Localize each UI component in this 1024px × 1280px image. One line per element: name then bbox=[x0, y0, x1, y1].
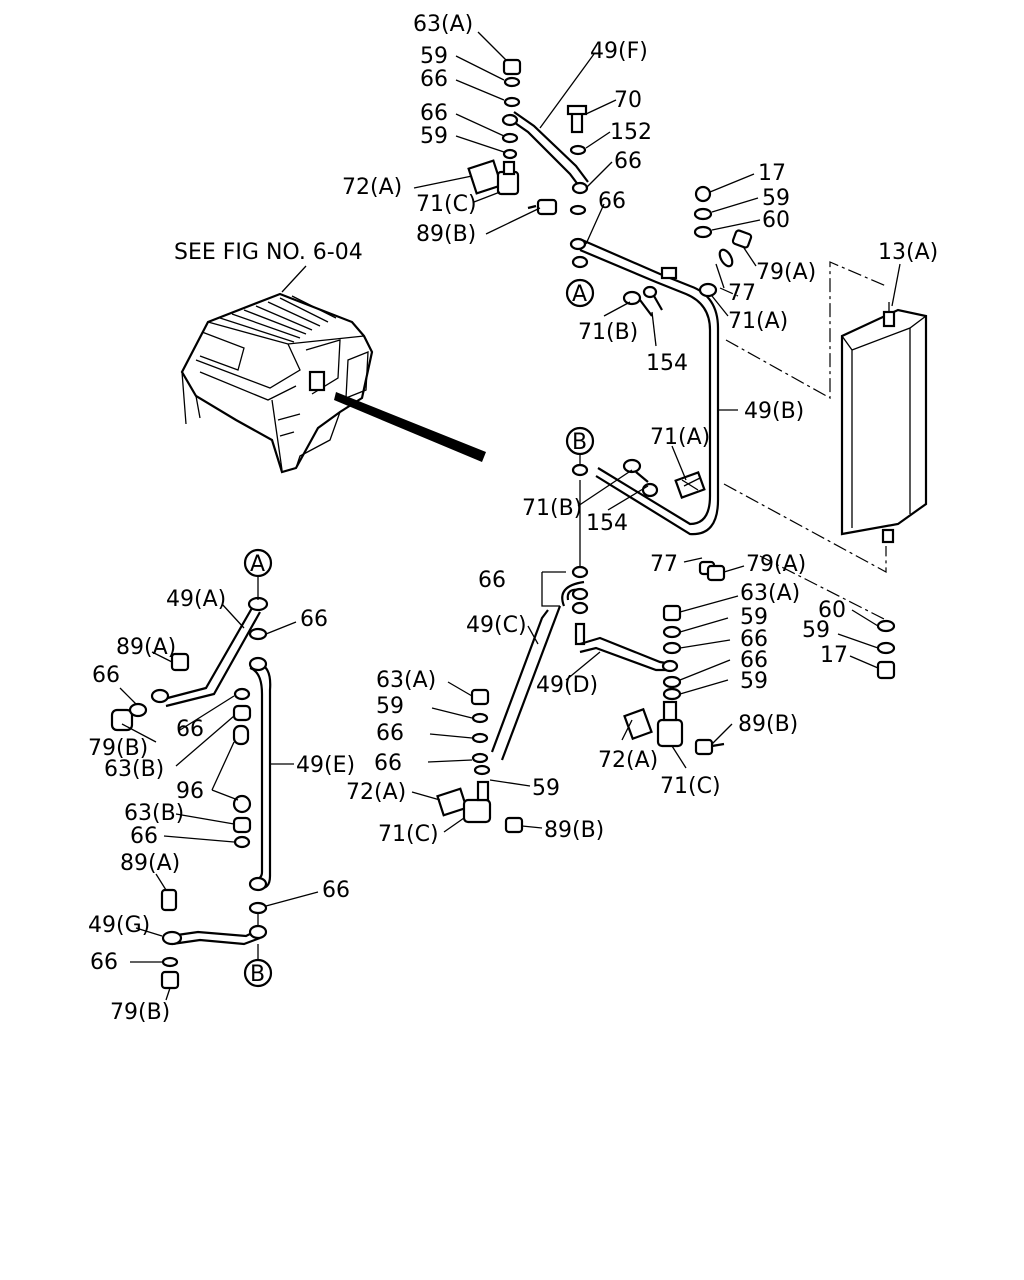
label-49b: 49(B) bbox=[744, 399, 804, 424]
label-72a: 72(A) bbox=[346, 780, 406, 805]
label-59: 59 bbox=[802, 618, 830, 643]
label-79b: 79(B) bbox=[110, 1000, 170, 1025]
label-59: 59 bbox=[420, 44, 448, 69]
circle-ref-b-left: B bbox=[250, 962, 265, 987]
see-fig-reference: SEE FIG NO. 6-04 bbox=[174, 240, 363, 265]
label-79a: 79(A) bbox=[746, 552, 806, 577]
label-66: 66 bbox=[740, 627, 768, 652]
label-89a: 89(A) bbox=[120, 851, 180, 876]
hardware-stack-right bbox=[876, 619, 896, 680]
label-66: 66 bbox=[130, 824, 158, 849]
label-66: 66 bbox=[376, 721, 404, 746]
label-59: 59 bbox=[420, 124, 448, 149]
label-49c: 49(C) bbox=[466, 613, 527, 638]
part-labels: 63(A) 59 66 66 59 72(A) 71(C) 89(B) 49(F… bbox=[88, 12, 938, 1025]
guide-line-lower bbox=[723, 483, 887, 574]
label-79b: 79(B) bbox=[88, 736, 148, 761]
label-49g: 49(G) bbox=[88, 913, 150, 938]
label-60: 60 bbox=[762, 208, 790, 233]
label-154: 154 bbox=[586, 511, 628, 536]
label-72a: 72(A) bbox=[598, 748, 658, 773]
svg-text:A: A bbox=[572, 282, 587, 307]
label-49f: 49(F) bbox=[590, 39, 648, 64]
label-63a: 63(A) bbox=[376, 668, 436, 693]
label-59: 59 bbox=[532, 776, 560, 801]
label-66: 66 bbox=[322, 878, 350, 903]
label-71c: 71(C) bbox=[660, 774, 721, 799]
guide-line-hardware bbox=[759, 555, 887, 621]
label-59: 59 bbox=[762, 186, 790, 211]
label-66: 66 bbox=[614, 149, 642, 174]
label-66: 66 bbox=[740, 648, 768, 673]
hardware-stack-top bbox=[467, 58, 753, 582]
label-89b: 89(B) bbox=[416, 222, 476, 247]
label-66: 66 bbox=[176, 717, 204, 742]
label-152: 152 bbox=[610, 120, 652, 145]
leader-lines bbox=[119, 31, 901, 1001]
label-71c: 71(C) bbox=[416, 192, 477, 217]
label-63b: 63(B) bbox=[124, 801, 184, 826]
label-66: 66 bbox=[90, 950, 118, 975]
stay-tube-49a-49e-49g bbox=[110, 548, 273, 990]
label-71a: 71(A) bbox=[650, 425, 710, 450]
cab-illustration bbox=[180, 265, 486, 474]
label-49a: 49(A) bbox=[166, 587, 226, 612]
label-71a: 71(A) bbox=[728, 309, 788, 334]
label-89b: 89(B) bbox=[544, 818, 604, 843]
stay-tube-49f bbox=[501, 111, 589, 195]
label-72a: 72(A) bbox=[342, 175, 402, 200]
label-66: 66 bbox=[374, 751, 402, 776]
label-59: 59 bbox=[740, 605, 768, 630]
label-63a: 63(A) bbox=[740, 581, 800, 606]
label-49d: 49(D) bbox=[536, 673, 598, 698]
label-59: 59 bbox=[376, 694, 404, 719]
guide-line-77 bbox=[719, 287, 739, 297]
guide-line-upper bbox=[725, 261, 887, 400]
circle-ref-a-left: A bbox=[250, 552, 265, 577]
label-71b: 71(B) bbox=[578, 320, 638, 345]
label-63a: 63(A) bbox=[413, 12, 473, 37]
label-79a: 79(A) bbox=[756, 260, 816, 285]
label-49e: 49(E) bbox=[296, 753, 355, 778]
label-60: 60 bbox=[818, 598, 846, 623]
label-77: 77 bbox=[728, 281, 756, 306]
label-66: 66 bbox=[478, 568, 506, 593]
label-66: 66 bbox=[92, 663, 120, 688]
stay-tube-49b bbox=[569, 237, 720, 536]
label-66: 66 bbox=[300, 607, 328, 632]
label-17: 17 bbox=[758, 161, 786, 186]
mirror-13a bbox=[840, 302, 928, 544]
label-71c: 71(C) bbox=[378, 822, 439, 847]
circle-ref-a-top: A bbox=[565, 278, 595, 308]
label-70: 70 bbox=[614, 88, 642, 113]
circle-ref-b-top: B bbox=[565, 426, 595, 456]
label-154: 154 bbox=[646, 351, 688, 376]
svg-text:B: B bbox=[572, 430, 587, 455]
label-63b: 63(B) bbox=[104, 757, 164, 782]
label-17: 17 bbox=[820, 643, 848, 668]
stay-tube-49c-49d bbox=[436, 565, 725, 834]
label-66: 66 bbox=[598, 189, 626, 214]
label-66: 66 bbox=[420, 101, 448, 126]
label-66: 66 bbox=[420, 67, 448, 92]
label-89b: 89(B) bbox=[738, 712, 798, 737]
label-77: 77 bbox=[650, 552, 678, 577]
label-71b: 71(B) bbox=[522, 496, 582, 521]
label-59: 59 bbox=[740, 669, 768, 694]
label-13a: 13(A) bbox=[878, 240, 938, 265]
label-96: 96 bbox=[176, 779, 204, 804]
label-89a: 89(A) bbox=[116, 635, 176, 660]
